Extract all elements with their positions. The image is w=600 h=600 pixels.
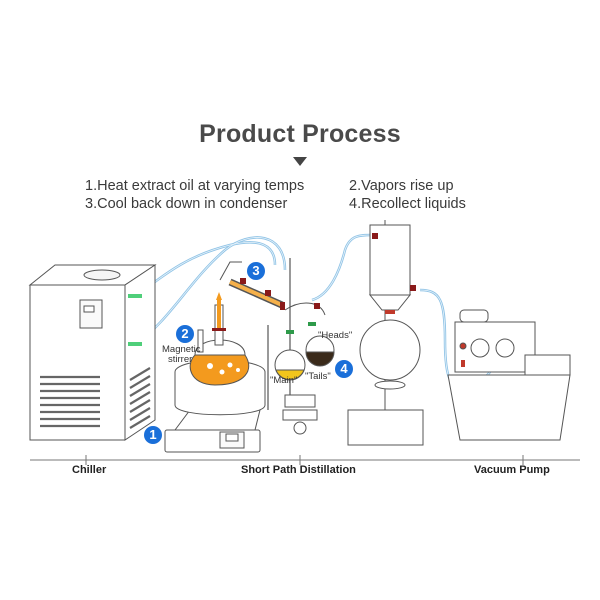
magnetic-stirrer-label: Magnetic stirrer <box>162 344 201 365</box>
down-arrow-icon <box>293 157 307 166</box>
step-badge-2: 2 <box>176 325 194 343</box>
short-path-distillation-label: Short Path Distillation <box>241 464 356 476</box>
step-4: 4.Recollect liquids <box>349 196 466 212</box>
step-badge-3: 3 <box>247 262 265 280</box>
baseline <box>30 455 580 465</box>
steps-left-column: 1.Heat extract oil at varying temps 3.Co… <box>85 177 304 213</box>
page-title: Product Process <box>199 120 401 148</box>
tails-label: "Tails" <box>305 371 331 382</box>
heads-label: "Heads" <box>318 330 353 341</box>
lab-jack <box>282 394 318 435</box>
receiving-flasks <box>274 302 335 381</box>
step-3: 3.Cool back down in condenser <box>85 196 288 212</box>
step-2: 2.Vapors rise up <box>349 178 454 194</box>
step-badge-1: 1 <box>144 426 162 444</box>
vacuum-pump-label: Vacuum Pump <box>474 464 550 476</box>
steps-right-column: 2.Vapors rise up 4.Recollect liquids <box>349 177 466 213</box>
boiling-flask <box>189 292 250 386</box>
main-label: "Main" <box>270 375 298 386</box>
chiller-vents <box>40 367 151 429</box>
chiller-label: Chiller <box>72 464 107 476</box>
condenser <box>219 261 285 310</box>
step-1: 1.Heat extract oil at varying temps <box>85 178 305 194</box>
chiller-unit <box>28 264 157 441</box>
chiller-ports <box>128 294 142 346</box>
vacuum-pump-unit <box>447 309 571 441</box>
cold-trap <box>347 220 424 446</box>
step-badge-4: 4 <box>335 360 353 378</box>
